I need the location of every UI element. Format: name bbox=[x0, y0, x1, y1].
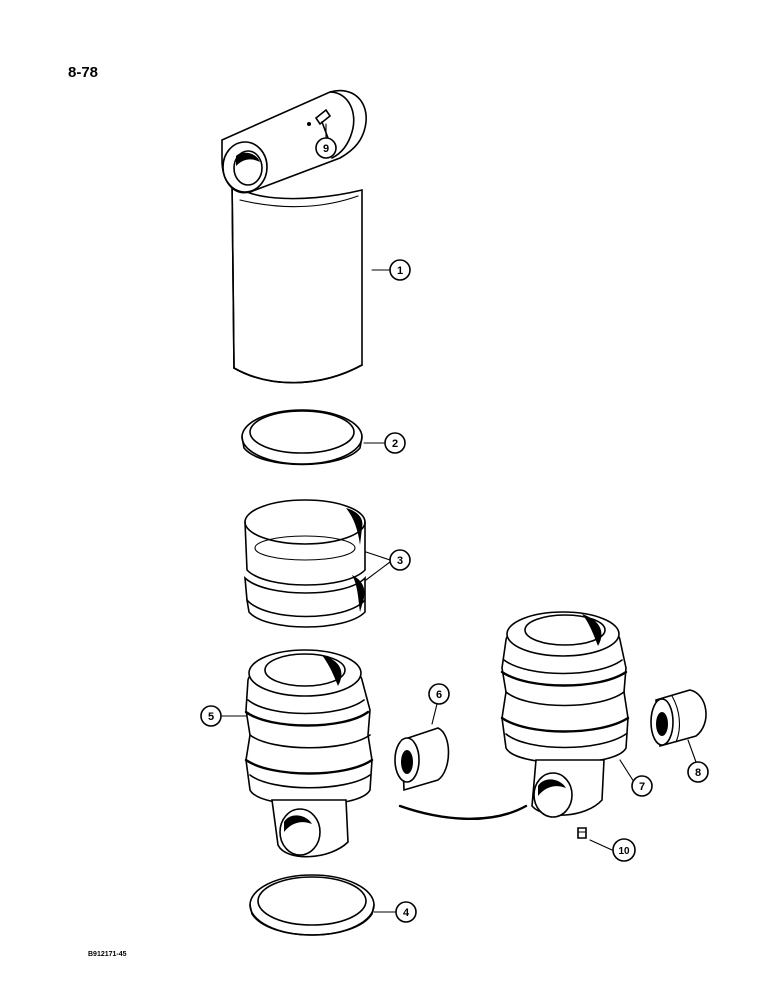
callout-3: 3 bbox=[389, 549, 411, 571]
callout-label: 5 bbox=[208, 711, 214, 723]
callout-5: 5 bbox=[200, 705, 222, 727]
figure-id: B912171-45 bbox=[88, 951, 127, 958]
callout-label: 6 bbox=[436, 689, 442, 701]
part-piston-assembly bbox=[500, 611, 630, 839]
part-bushing-right bbox=[650, 689, 707, 748]
callout-4: 4 bbox=[395, 901, 417, 923]
part-wiper-seal bbox=[241, 409, 363, 466]
callout-label: 9 bbox=[323, 143, 329, 155]
callout-6: 6 bbox=[428, 683, 450, 705]
callout-label: 2 bbox=[392, 438, 398, 450]
leader-lines bbox=[221, 123, 697, 913]
callout-9: 9 bbox=[315, 137, 337, 159]
part-seal-ring bbox=[249, 874, 375, 936]
part-cylinder-barrel bbox=[221, 89, 367, 384]
part-piston bbox=[244, 649, 374, 858]
page-number: 8-78 bbox=[68, 64, 99, 81]
callout-label: 3 bbox=[397, 555, 403, 567]
callout-label: 10 bbox=[618, 846, 630, 857]
callout-label: 4 bbox=[403, 907, 410, 919]
callout-label: 1 bbox=[397, 265, 403, 277]
callout-10: 10 bbox=[612, 838, 636, 862]
callout-7: 7 bbox=[631, 775, 653, 797]
connector-line bbox=[398, 804, 528, 820]
callout-8: 8 bbox=[687, 761, 709, 783]
callout-2: 2 bbox=[384, 432, 406, 454]
callout-1: 1 bbox=[389, 259, 411, 281]
callout-label: 8 bbox=[695, 767, 701, 779]
part-bushing bbox=[394, 727, 450, 792]
callout-label: 7 bbox=[639, 781, 645, 793]
part-bearing-rings bbox=[244, 499, 366, 628]
